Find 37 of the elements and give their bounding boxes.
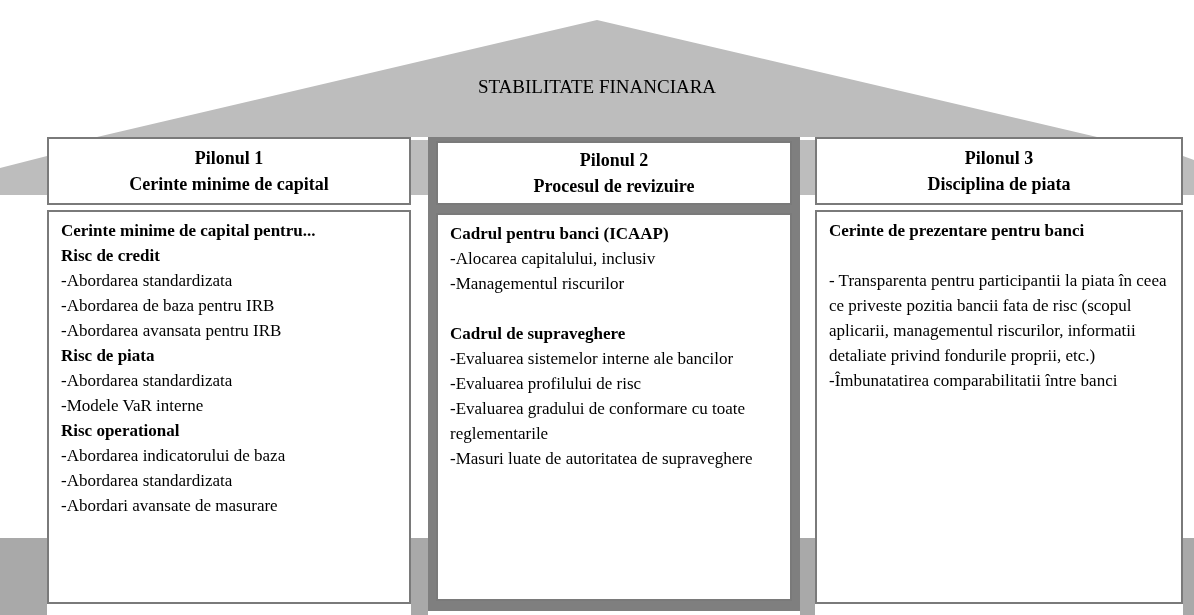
pillar-number: Pilonul 3 (964, 147, 1034, 170)
pillar-header (815, 137, 1183, 205)
list-item: -Abordarea standardizata (61, 270, 234, 292)
list-item: -Evaluarea gradului de conformare cu toate reglementarile (450, 398, 746, 445)
roof (97, 18, 1097, 137)
pillar-title: Cerinte minime de capital (129, 173, 329, 196)
list-item: -Îmbunatatirea comparabilitatii între banci (829, 370, 1119, 392)
section-heading: Risc de piata (61, 345, 156, 367)
list-item: -Managementul riscurilor (450, 273, 626, 295)
section-heading: Cadrul de supraveghere (450, 323, 627, 345)
list-item: -Abordarea indicatorului de baza (61, 445, 287, 467)
section-heading: Cerinte de prezentare pentru banci (829, 220, 1086, 242)
section-heading: Risc de credit (61, 245, 161, 267)
section-heading: Risc operational (61, 420, 181, 442)
roof-title: STABILITATE FINANCIARA (477, 76, 717, 98)
list-item: -Evaluarea sistemelor interne ale bancilor (450, 348, 735, 370)
list-item: -Abordarea avansata pentru IRB (61, 320, 283, 342)
pillar-number: Pilonul 1 (194, 147, 264, 170)
pillar-title: Disciplina de piata (927, 173, 1071, 196)
list-item: -Abordari avansate de masurare (61, 495, 279, 517)
list-item: -Masuri luate de autoritatea de supraveghere (450, 448, 754, 470)
list-item: -Evaluarea profilului de risc (450, 373, 643, 395)
section-heading: Cadrul pentru banci (ICAAP) (450, 223, 670, 245)
list-item: -Abordarea standardizata (61, 370, 234, 392)
list-item: -Abordarea standardizata (61, 470, 234, 492)
pillar-header (436, 141, 792, 205)
pillar-title: Procesul de revizuire (533, 175, 695, 198)
pillar-header (47, 137, 411, 205)
list-item: -Abordarea de baza pentru IRB (61, 295, 276, 317)
section-heading: Cerinte minime de capital pentru... (61, 220, 317, 242)
pillar-body (436, 213, 792, 601)
pillar-body (47, 210, 411, 604)
list-item: -Alocarea capitalului, inclusiv (450, 248, 657, 270)
pillar-body (815, 210, 1183, 604)
list-item: - Transparenta pentru participantii la piata în ceea ce priveste pozitia bancii fata de risc (scopul aplicarii, managementul riscurilor, informatii detaliate privind fondurile proprii, etc.) (829, 270, 1168, 367)
list-item: -Modele VaR interne (61, 395, 205, 417)
pillar-number: Pilonul 2 (579, 149, 649, 172)
